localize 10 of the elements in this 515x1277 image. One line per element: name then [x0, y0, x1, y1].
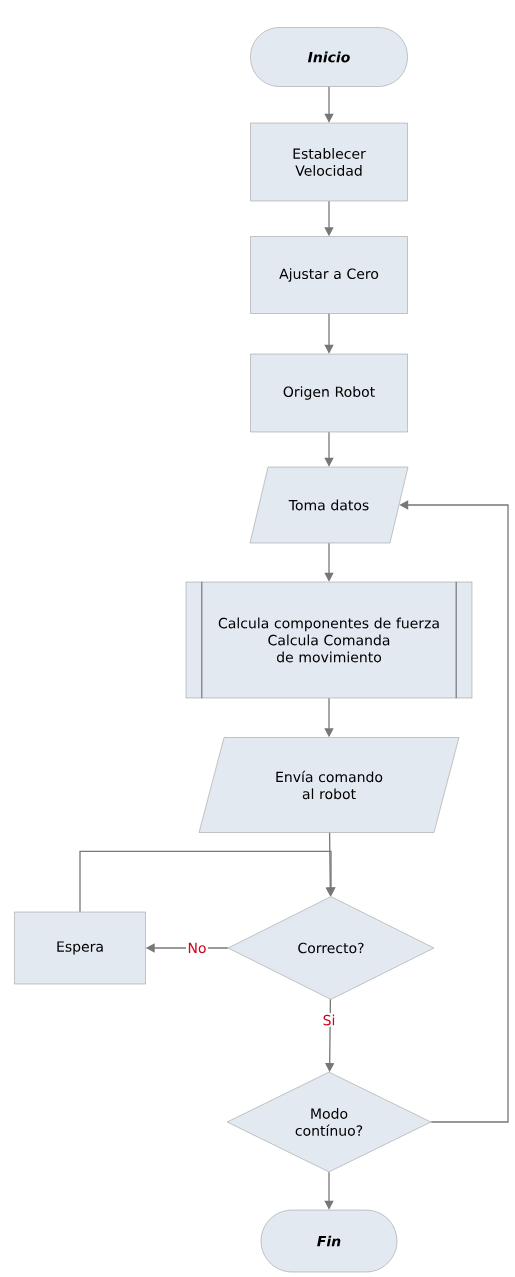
process-box: Origen Robot — [250, 353, 408, 433]
data-parallelogram: Envía comando al robot — [198, 737, 460, 833]
process-box: Establecer Velocidad — [250, 122, 408, 202]
process-box: Espera — [14, 911, 146, 985]
predefined-process-box: Calcula componentes de fuerza Calcula Comanda de movimiento — [185, 581, 473, 699]
data-parallelogram: Toma datos — [249, 466, 409, 544]
arrow — [79, 850, 336, 913]
edge-label: Si — [321, 1013, 337, 1027]
process-box: Ajustar a Cero — [250, 236, 408, 314]
edge-label: No — [186, 941, 208, 955]
